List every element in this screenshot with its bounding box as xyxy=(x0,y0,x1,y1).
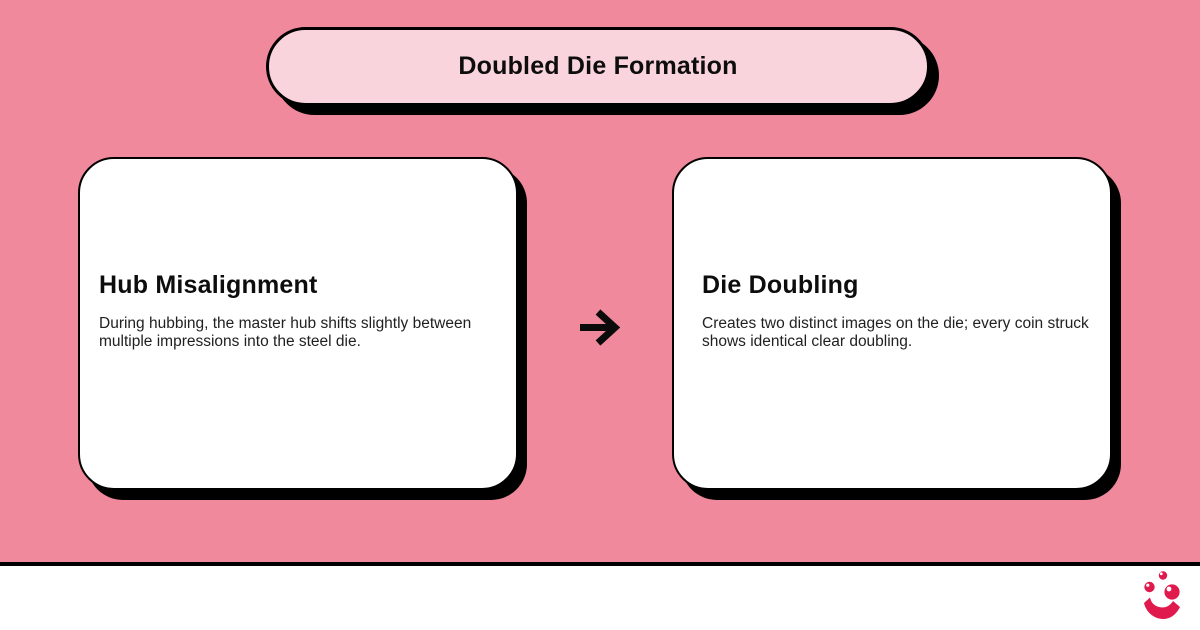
smile-juggling-balls-logo-icon xyxy=(1144,571,1180,619)
title-banner: Doubled Die Formation xyxy=(266,27,930,106)
card-die-doubling: Die Doubling Creates two distinct images… xyxy=(672,157,1112,490)
card-hub-misalignment: Hub Misalignment During hubbing, the mas… xyxy=(78,157,518,490)
card-content: Hub Misalignment During hubbing, the mas… xyxy=(99,271,487,350)
title-banner-label: Doubled Die Formation xyxy=(458,52,738,80)
card-heading: Die Doubling xyxy=(702,271,859,299)
card-heading: Hub Misalignment xyxy=(99,271,318,299)
card-content: Die Doubling Creates two distinct images… xyxy=(702,271,1090,350)
card-body-text: Creates two distinct images on the die; … xyxy=(702,315,1089,350)
footer-bar xyxy=(0,562,1200,630)
card-body-text: During hubbing, the master hub shifts sl… xyxy=(99,315,472,350)
right-arrow-icon xyxy=(580,309,621,346)
